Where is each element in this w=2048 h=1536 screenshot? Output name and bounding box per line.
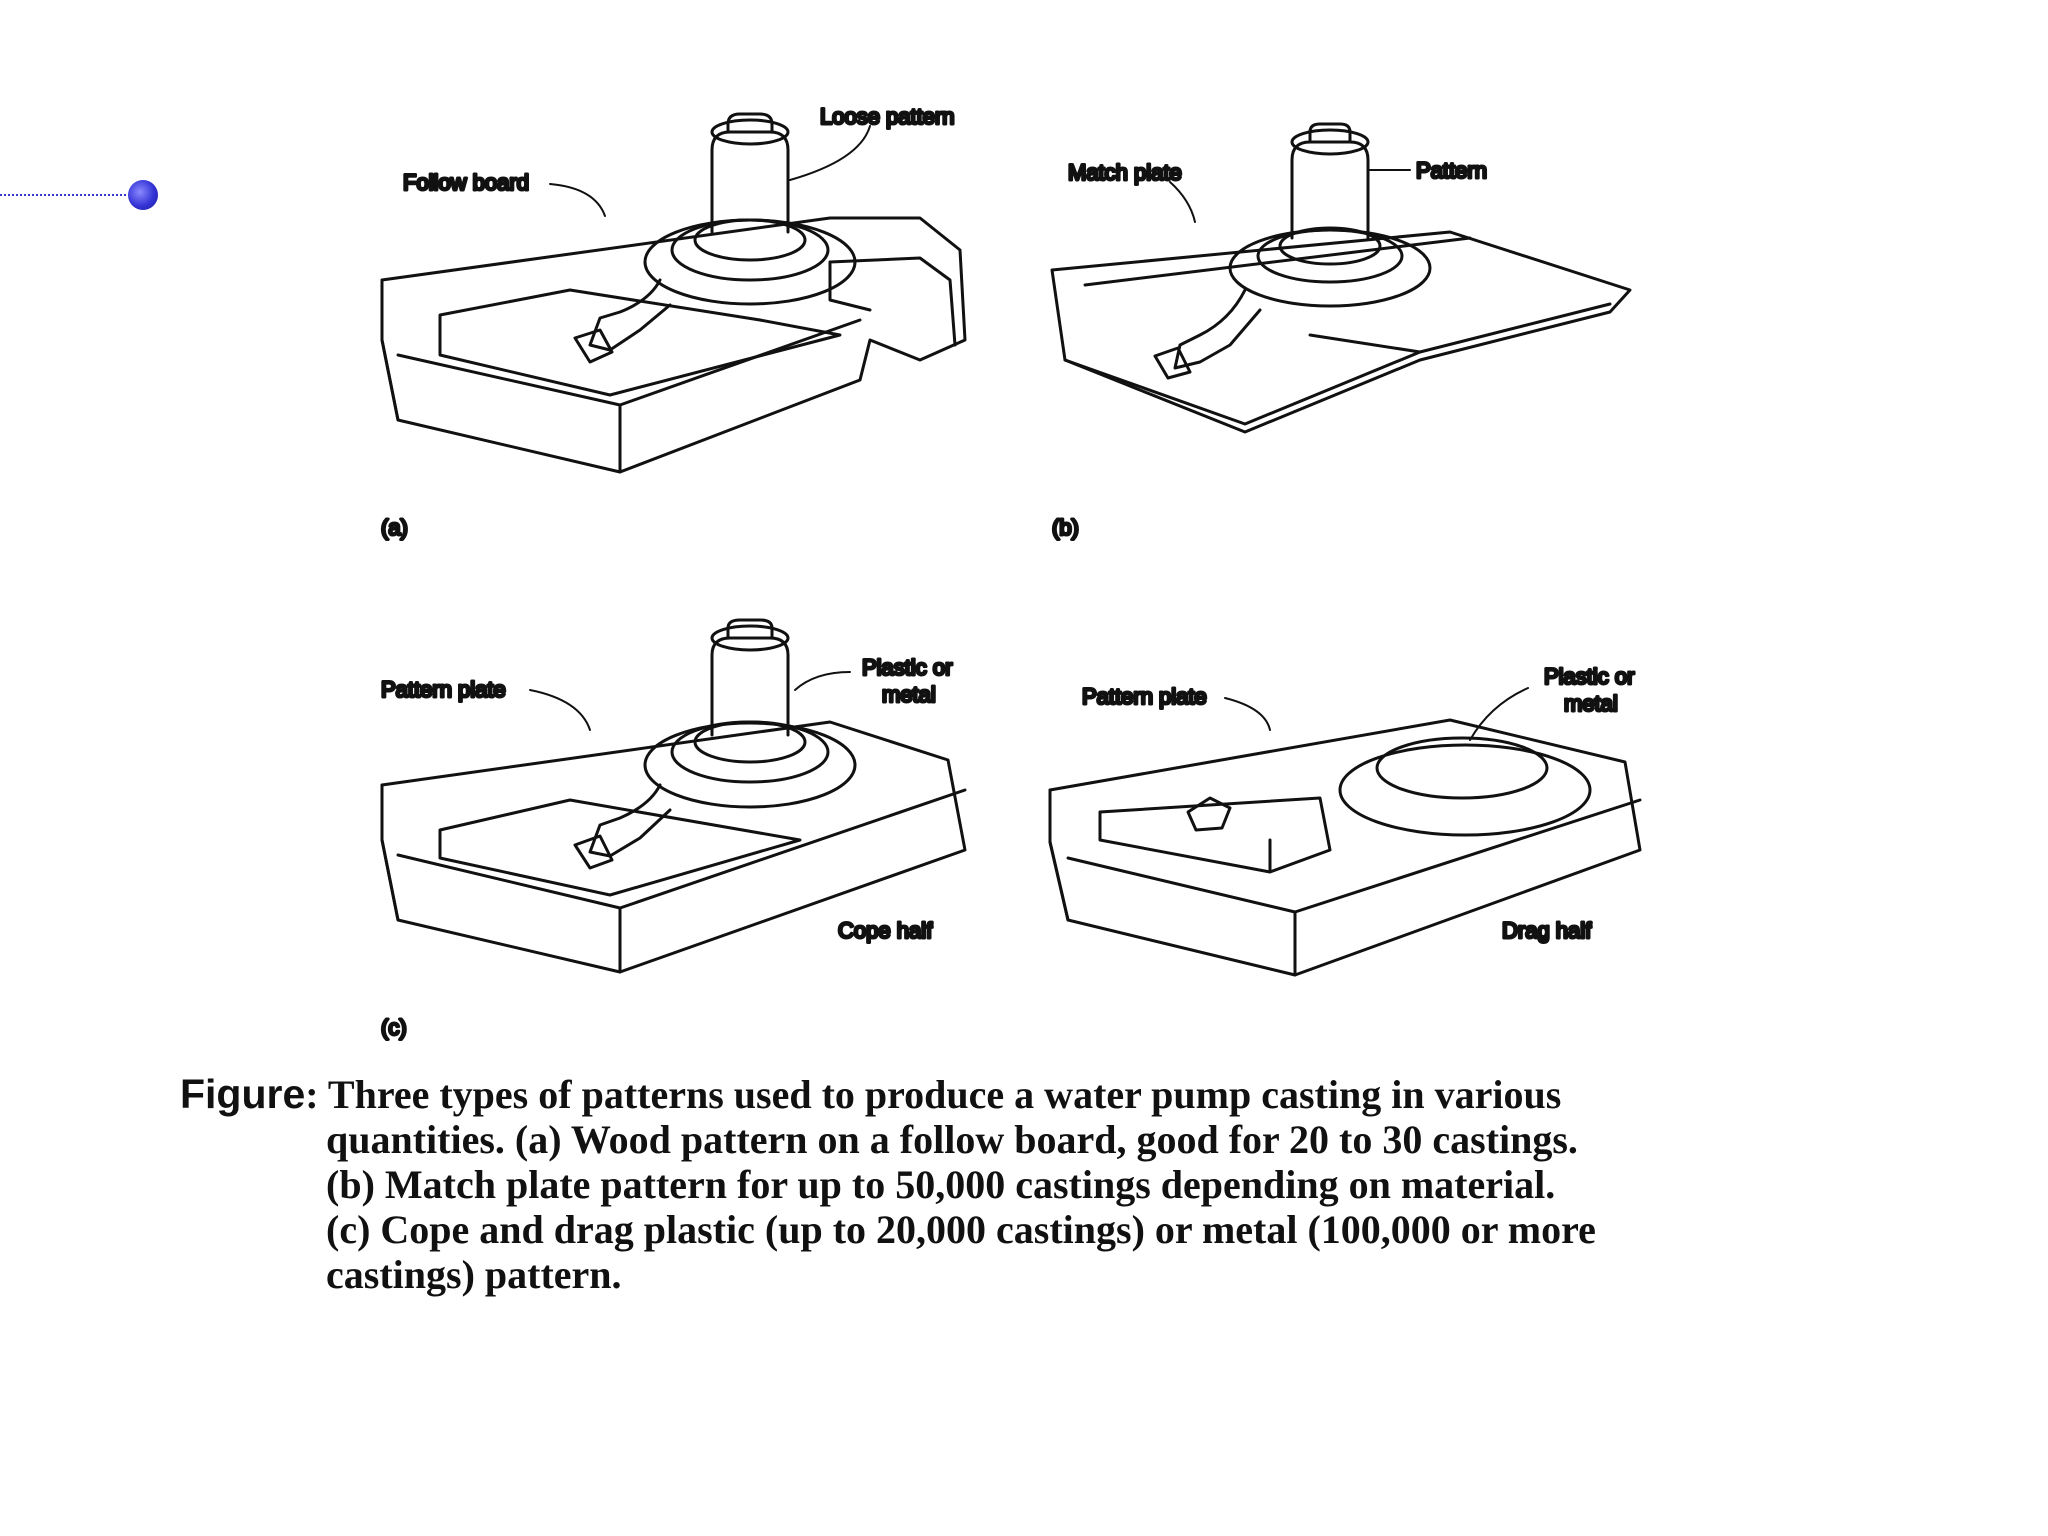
pattern-runner-tip [573, 328, 614, 364]
cope-boss [710, 636, 790, 737]
leader-loose-pattern [789, 125, 871, 181]
match-pattern-runner [1173, 288, 1262, 370]
panel-b-drawing [1050, 122, 1632, 434]
caption-line-2: quantities. (a) Wood pattern on a follow… [326, 1117, 1578, 1162]
caption-line-1: Figure: Three types of patterns used to … [180, 1071, 1840, 1118]
pattern-boss-top [710, 118, 790, 146]
follow-board-thickness [380, 278, 862, 474]
label-cope-material-1: Plastic or [862, 655, 952, 680]
panel-c-tag: (c) [381, 1015, 407, 1040]
label-drag-half: Drag half [1502, 918, 1592, 943]
label-follow-board: Follow board [403, 170, 529, 195]
label-cope-pattern-plate: Pattern plate [381, 677, 506, 702]
match-pattern-boss-top [1290, 128, 1370, 156]
cope-flange-inner [693, 720, 807, 764]
label-cope-half: Cope half [838, 918, 933, 943]
cope-plate-thickness [380, 783, 967, 974]
match-pattern-flange-inner [1278, 226, 1382, 266]
match-pattern-cap [1308, 122, 1352, 144]
leader-match-plate [1169, 181, 1196, 223]
leader-drag-material [1469, 687, 1529, 741]
label-pattern: Pattern [1416, 158, 1487, 183]
leader-cope-pattern-plate [529, 689, 591, 731]
panel-b-tag: (b) [1052, 515, 1079, 540]
decorative-bullet-dot [128, 180, 158, 210]
caption-line-5: castings) pattern. [326, 1252, 622, 1297]
figure-caption: Figure: Three types of patterns used to … [180, 1071, 1840, 1298]
decorative-dotted-line [0, 194, 134, 196]
pattern-boss [710, 130, 790, 234]
pattern-flange-inner [693, 218, 807, 262]
label-drag-pattern-plate: Pattern plate [1082, 684, 1207, 709]
match-pattern-flange-mid [1256, 228, 1404, 284]
panel-a-drawing [380, 112, 967, 474]
cope-flange-mid [670, 720, 830, 784]
cope-boss-top [710, 624, 790, 652]
pattern-cap [726, 112, 774, 134]
label-drag-material-1: Plastic or [1544, 664, 1634, 689]
leader-follow-board [549, 183, 606, 217]
match-pattern-flange-outer [1228, 228, 1432, 308]
pattern-runner [588, 278, 672, 352]
label-drag-material-2: metal [1564, 691, 1618, 716]
label-cope-material-2: metal [882, 682, 936, 707]
caption-lead: Figure [180, 1071, 306, 1117]
match-plate-edge [1063, 302, 1612, 426]
leader-drag-pattern-plate [1224, 697, 1271, 731]
panel-c-cope-drawing [380, 618, 967, 974]
cope-runner [588, 783, 672, 858]
caption-text-1: : Three types of patterns used to produc… [305, 1072, 1562, 1117]
cope-flange-outer [643, 721, 857, 809]
caption-line-3: (b) Match plate pattern for up to 50,000… [326, 1162, 1556, 1207]
drag-runner-tip [1186, 796, 1232, 832]
label-match-plate: Match plate [1068, 160, 1182, 185]
drag-cavity-outer [1338, 743, 1592, 837]
cope-cap [726, 618, 774, 640]
label-loose-pattern: Loose pattern [820, 104, 955, 129]
panel-a-tag: (a) [381, 515, 408, 540]
cope-runner-tip [573, 834, 614, 870]
drag-runner-block [1098, 796, 1332, 874]
caption-line-4: (c) Cope and drag plastic (up to 20,000 … [326, 1207, 1596, 1252]
drag-plate-thickness [1048, 788, 1642, 977]
match-pattern-boss [1290, 140, 1370, 240]
cope-recess [438, 798, 802, 897]
follow-board-recess [438, 288, 842, 397]
match-pattern-runner-tip [1153, 346, 1192, 380]
drag-cavity-inner [1375, 736, 1549, 800]
match-plate-groove [1083, 236, 1472, 354]
match-plate-outline [1050, 230, 1632, 434]
leader-cope-material [794, 671, 851, 691]
panel-c-drag-drawing [1048, 687, 1642, 977]
follow-board-step [828, 256, 957, 347]
